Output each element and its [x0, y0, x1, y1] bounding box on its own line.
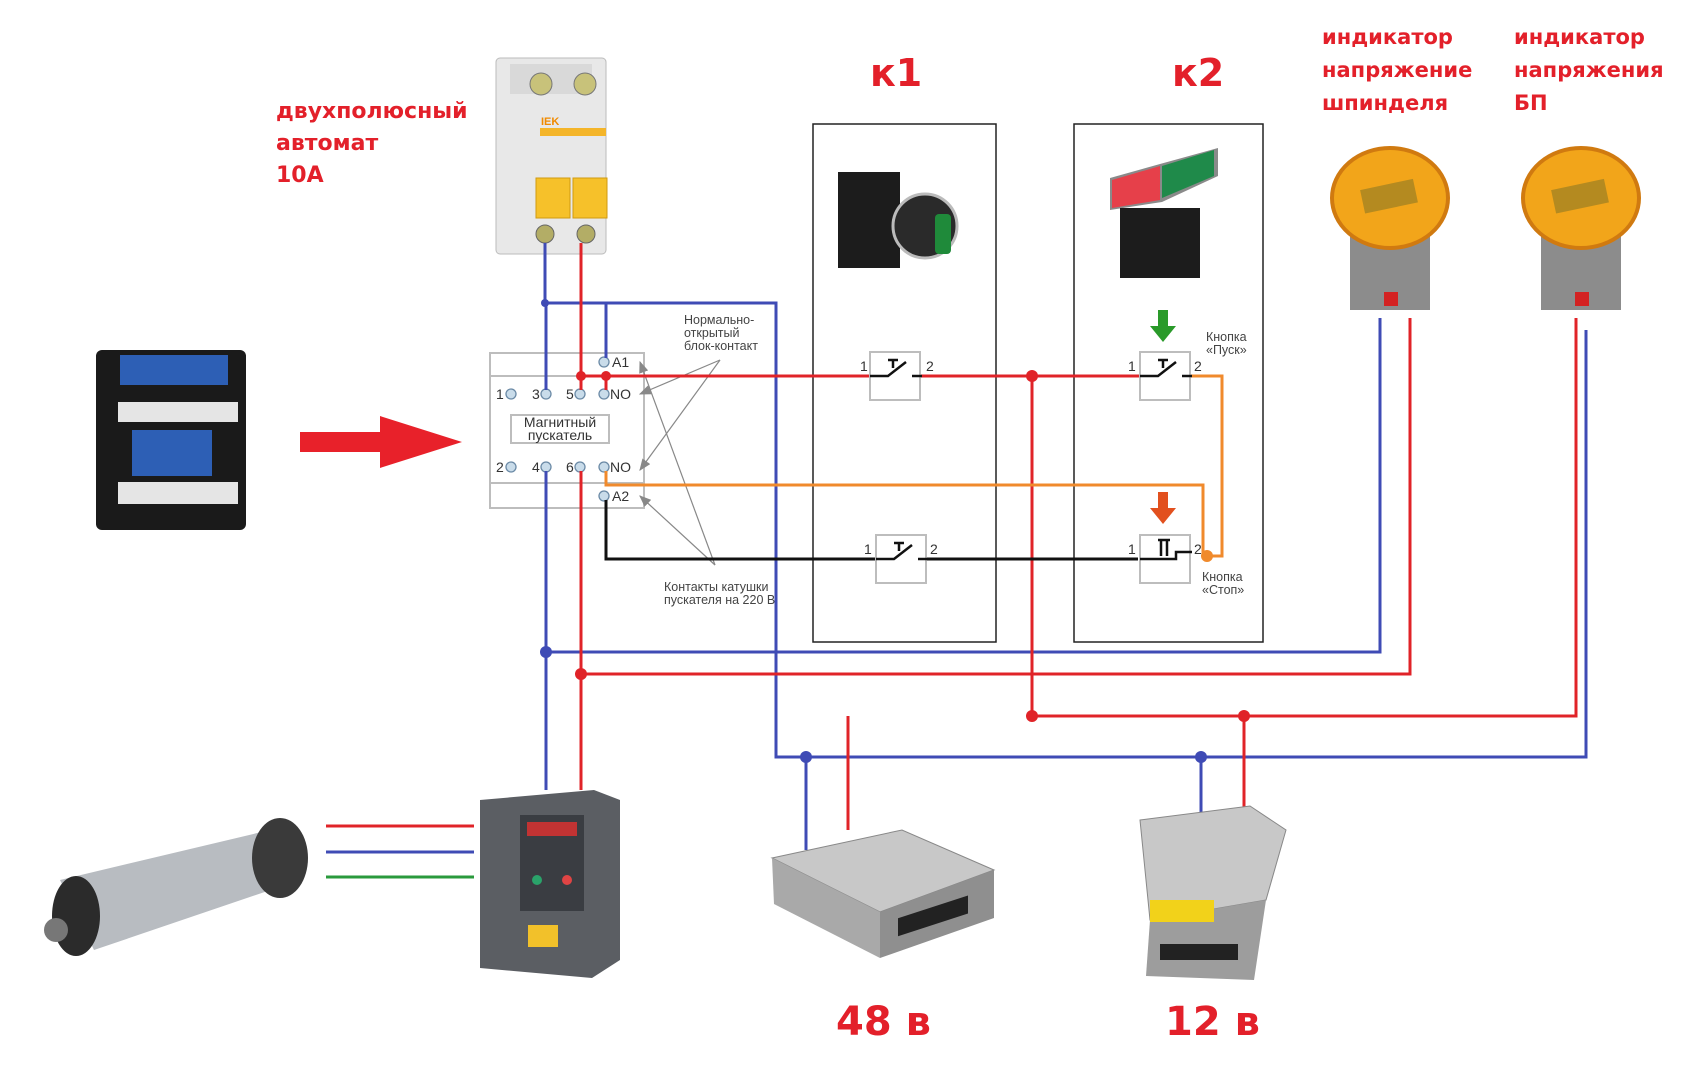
k2-stop-left-label: 1	[1128, 541, 1136, 557]
terminal-6	[574, 461, 586, 473]
terminal-a2-label: A2	[612, 488, 629, 504]
coil-contacts-line2: пускателя на 220 В	[664, 593, 775, 607]
psu-indicator-label-line3: БП	[1514, 91, 1548, 115]
terminal-a1	[598, 356, 610, 368]
wire-phase-psu-ind	[1030, 318, 1578, 718]
psu12-label: 12 в	[1165, 999, 1260, 1045]
wire-phase-spindle-ind	[581, 318, 1412, 676]
terminal-1	[505, 388, 517, 400]
terminal-3-label: 3	[532, 386, 540, 402]
k2-label: к2	[1172, 51, 1224, 95]
terminal-1-label: 1	[496, 386, 504, 402]
wires	[326, 243, 1588, 879]
terminal-no-bottom-label: NO	[610, 459, 631, 475]
psu-12v-image	[1139, 805, 1287, 980]
start-button-annotation: Кнопка «Пуск»	[1206, 330, 1247, 357]
k2-start-right-label: 2	[1194, 358, 1202, 374]
stop-button-line1: Кнопка	[1202, 570, 1243, 584]
junction-dots	[575, 370, 1250, 722]
psu-48v-image	[770, 829, 996, 958]
annotation-leaders	[638, 359, 721, 566]
stop-button-annotation: Кнопка «Стоп»	[1202, 570, 1244, 597]
no-contact-line1: Нормально-	[684, 313, 754, 327]
terminal-no-top-label: NO	[610, 386, 631, 402]
spindle-indicator-label: индикатор напряжение шпинделя	[1322, 25, 1472, 115]
psu-indicator-label-line1: индикатор	[1514, 25, 1645, 49]
terminal-no-top	[598, 388, 610, 400]
k1-bottom-left-label: 1	[864, 541, 872, 557]
start-button-line1: Кнопка	[1206, 330, 1247, 344]
terminal-2	[505, 461, 517, 473]
terminal-a2	[598, 490, 610, 502]
arrow-icon	[300, 416, 462, 468]
terminal-5-label: 5	[566, 386, 574, 402]
wire-coil-return	[604, 500, 1138, 561]
k1-panel	[812, 123, 997, 643]
terminal-a1-label: A1	[612, 354, 629, 370]
k2-stop-right-label: 2	[1194, 541, 1202, 557]
k1-top-right-label: 2	[926, 358, 934, 374]
coil-contacts-line1: Контакты катушки	[664, 580, 768, 594]
terminal-5	[574, 388, 586, 400]
magnetic-starter: Магнитный пускатель A1 1 3 5 NO 2 4 6 NO…	[489, 352, 645, 509]
svg-text:IEK: IEK	[541, 116, 559, 128]
k1-label: к1	[870, 51, 922, 95]
wire-neutral-main	[543, 243, 1588, 759]
psu-voltage-indicator-image	[1521, 146, 1641, 310]
starter-title-box	[510, 414, 610, 444]
breaker-label-line2: автомат	[276, 131, 378, 156]
k1-top-left-label: 1	[860, 358, 868, 374]
k2-start-left-label: 1	[1128, 358, 1136, 374]
k1-bottom-right-label: 2	[930, 541, 938, 557]
terminal-3	[540, 388, 552, 400]
k1-bottom-switch: 1 2	[864, 534, 938, 584]
k2-start-switch: 1 2	[1128, 310, 1202, 401]
circuit-breaker-image: IEK	[495, 57, 608, 255]
vfd-inverter-image	[480, 790, 620, 978]
terminal-2-label: 2	[496, 459, 504, 475]
k2-panel	[1073, 123, 1264, 643]
k2-stop-switch: 1 2	[1128, 492, 1202, 584]
selector-switch-image	[838, 172, 959, 268]
breaker-label-line3: 10А	[276, 163, 324, 188]
terminal-4	[540, 461, 552, 473]
no-contact-line2: открытый	[684, 326, 740, 340]
wire-neutral-spindle-ind	[546, 318, 1382, 654]
wire-control-no	[604, 471, 1205, 556]
psu48-label: 48 в	[836, 999, 931, 1045]
psu-indicator-label: индикатор напряжения БП	[1514, 25, 1664, 115]
k1-top-switch: 1 2	[860, 351, 934, 401]
spindle-indicator-label-line3: шпинделя	[1322, 91, 1448, 115]
no-contact-line3: блок-контакт	[684, 339, 758, 353]
spindle-indicator-label-line2: напряжение	[1322, 58, 1472, 82]
starter-title-line2: пускатель	[528, 427, 592, 443]
spindle-indicator-label-line1: индикатор	[1322, 25, 1453, 49]
wire-control-start	[1173, 374, 1224, 558]
contactor-image	[96, 350, 246, 530]
terminal-4-label: 4	[532, 459, 540, 475]
spindle-motor-image	[44, 818, 308, 956]
terminal-no-bottom	[598, 461, 610, 473]
coil-contacts-annotation: Контакты катушки пускателя на 220 В	[664, 580, 775, 607]
double-pushbutton-image	[1110, 148, 1218, 278]
starter-title-line1: Магнитный	[524, 414, 596, 430]
terminal-6-label: 6	[566, 459, 574, 475]
start-arrow-icon	[1150, 310, 1176, 342]
spindle-voltage-indicator-image	[1330, 146, 1450, 310]
start-button-line2: «Пуск»	[1206, 343, 1247, 357]
no-contact-annotation: Нормально- открытый блок-контакт	[684, 313, 758, 353]
stop-button-line2: «Стоп»	[1202, 583, 1244, 597]
psu-indicator-label-line2: напряжения	[1514, 58, 1664, 82]
stop-arrow-icon	[1150, 492, 1176, 524]
breaker-label-line1: двухполюсный	[276, 99, 468, 124]
breaker-label: двухполюсный автомат 10А	[276, 99, 468, 188]
